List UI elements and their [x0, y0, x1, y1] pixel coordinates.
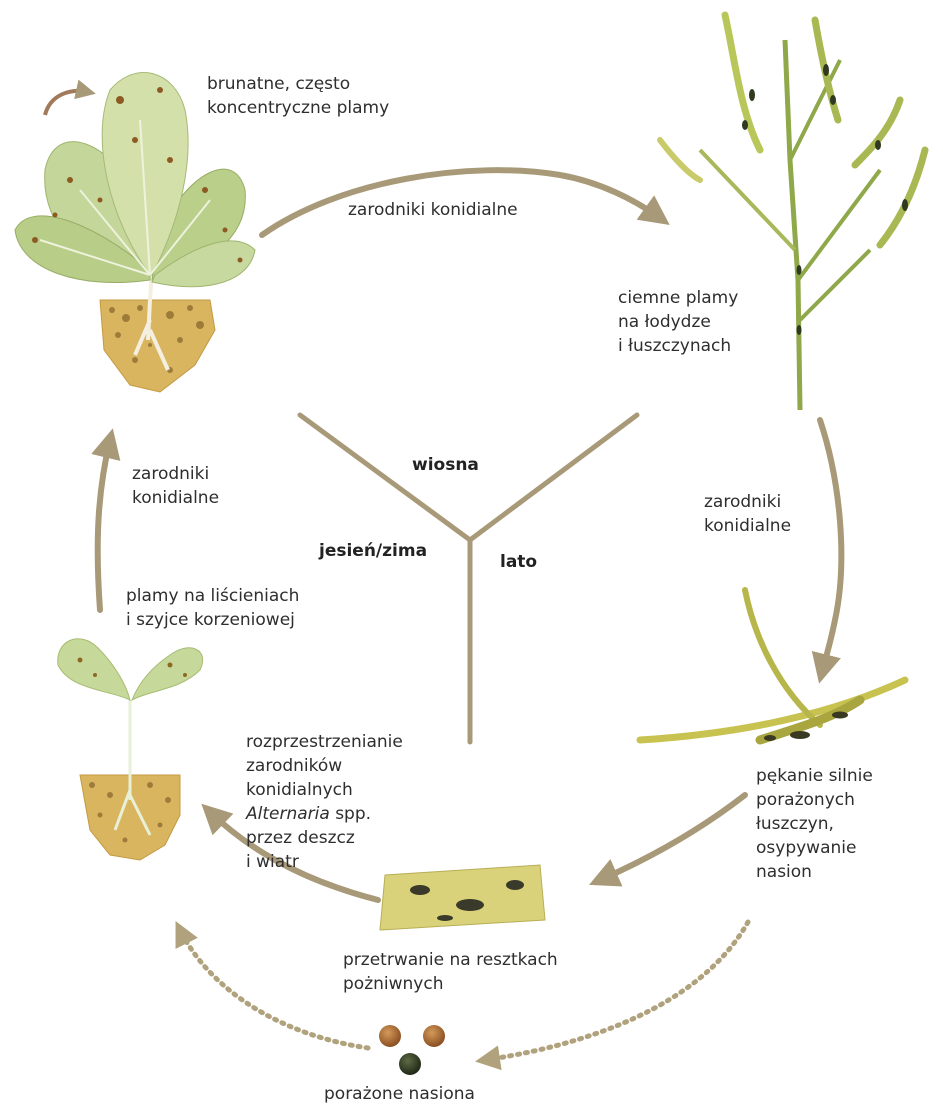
label-line: koncentryczne plamy [207, 96, 389, 120]
label-line: i szyjce korzeniowej [126, 608, 299, 632]
label-line: brunatne, często [207, 72, 389, 96]
label-line: przez deszcz [246, 826, 403, 850]
label-line: zarodniki [704, 490, 791, 514]
residue-stalk [380, 865, 545, 930]
mature-plant-illustration [15, 73, 255, 392]
genus-name: Alternaria [246, 804, 330, 824]
seed [423, 1025, 445, 1047]
label-line: porażone nasiona [324, 1082, 475, 1106]
arrow-seeds-to-seedling [180, 930, 368, 1048]
pod [640, 680, 905, 740]
season-spring: wiosna [412, 455, 479, 475]
cotyledon [58, 639, 130, 700]
label-line: konidialne [704, 514, 791, 538]
infected-seeds-illustration [379, 1025, 445, 1075]
label-residue: przetrwanie na resztkach pożniwnych [343, 948, 558, 996]
crop-residue-illustration [380, 865, 545, 930]
label-spread: rozprzestrzenianie zarodników konidialny… [246, 730, 403, 874]
label-line: łuszczyn, [756, 812, 873, 836]
pod [855, 100, 900, 165]
label-spores-top: zarodniki konidialne [348, 198, 518, 222]
label-line: zarodniki [132, 462, 219, 486]
divider-left [300, 415, 470, 540]
label-line: porażonych [756, 788, 873, 812]
divider-right [470, 415, 637, 540]
label-line: i łuszczynach [618, 334, 738, 358]
stem [785, 40, 800, 410]
label-line: rozprzestrzenianie [246, 730, 403, 754]
seed [399, 1053, 421, 1075]
label-line: konidialne [132, 486, 219, 510]
label-pod-cracking: pękanie silnie porażonych łuszczyn, osyp… [756, 764, 873, 884]
curl-arrow [45, 91, 88, 115]
pod [880, 150, 925, 245]
pod [745, 590, 820, 725]
pod [725, 15, 760, 150]
label-line: pękanie silnie [756, 764, 873, 788]
label-brown-spots: brunatne, często koncentryczne plamy [207, 72, 389, 120]
label-line: osypywanie [756, 836, 873, 860]
cotyledon [132, 648, 203, 700]
label-seeds: porażone nasiona [324, 1082, 475, 1106]
label-line: zarodników [246, 754, 403, 778]
label-line: zarodniki konidialne [348, 198, 518, 222]
label-line: na łodydze [618, 310, 738, 334]
label-line: Alternaria spp. [246, 802, 403, 826]
label-cotyledon-spots: plamy na liścieniach i szyjce korzeniowe… [126, 584, 299, 632]
branch [700, 150, 795, 250]
label-spores-left: zarodniki konidialne [132, 462, 219, 510]
label-line: pożniwnych [343, 972, 558, 996]
label-line: plamy na liścieniach [126, 584, 299, 608]
label-line: konidialnych [246, 778, 403, 802]
seed [379, 1025, 401, 1047]
arrow-pods-to-residue [600, 795, 745, 880]
label-line: przetrwanie na resztkach [343, 948, 558, 972]
label-line: ciemne plamy [618, 286, 738, 310]
label-line: nasion [756, 860, 873, 884]
pod [660, 140, 700, 180]
season-summer: lato [500, 552, 537, 572]
season-autumn-winter: jesień/zima [319, 541, 427, 561]
genus-suffix: spp. [330, 804, 371, 824]
label-stem-spots: ciemne plamy na łodydze i łuszczynach [618, 286, 738, 358]
label-line: i wiatr [246, 850, 403, 874]
arrow-seedling-to-plant [98, 440, 110, 610]
seedling-illustration [58, 639, 203, 860]
branch [798, 170, 880, 280]
label-spores-right: zarodniki konidialne [704, 490, 791, 538]
arrow-stem-to-pods [820, 420, 841, 672]
cracked-pods-illustration [640, 590, 905, 741]
